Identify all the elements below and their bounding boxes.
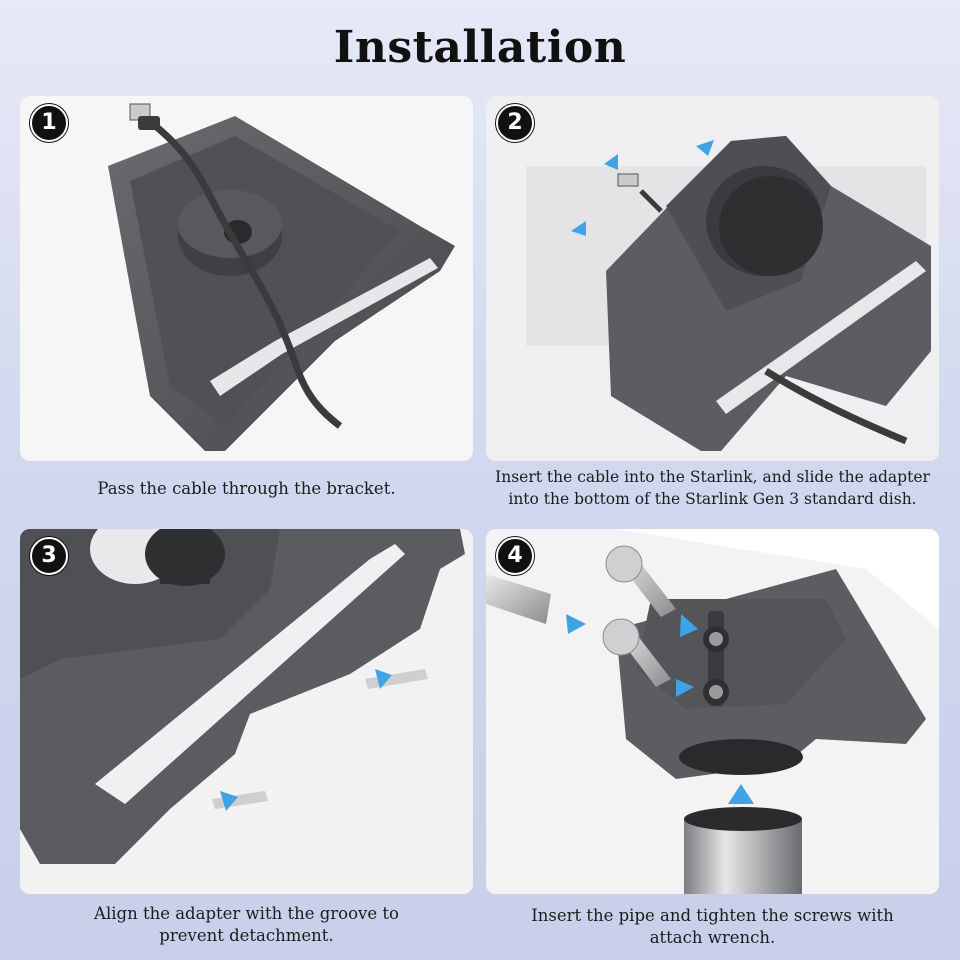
step-2-caption-line: into the bottom of the Starlink Gen 3 st… <box>508 490 917 508</box>
step-4-illustration <box>486 529 939 894</box>
step-2-illustration <box>486 96 939 461</box>
page-title: Installation <box>333 22 627 73</box>
step-4-caption: Insert the pipe and tighten the screws w… <box>486 905 939 949</box>
step-4-caption-line: attach wrench. <box>649 928 776 947</box>
step-1-caption: Pass the cable through the bracket. <box>20 478 473 500</box>
step-3-badge: 3 <box>30 537 68 575</box>
step-4-caption-line: Insert the pipe and tighten the screws w… <box>531 906 894 925</box>
step-3-panel: 3 <box>20 529 473 894</box>
step-3-caption: Align the adapter with the groove to pre… <box>20 903 473 947</box>
step-2-caption-line: Insert the cable into the Starlink, and … <box>495 468 930 486</box>
step-1-badge: 1 <box>30 104 68 142</box>
step-2-caption: Insert the cable into the Starlink, and … <box>470 466 955 510</box>
step-1-panel: 1 <box>20 96 473 461</box>
step-2-panel: 2 <box>486 96 939 461</box>
step-3-caption-line: Align the adapter with the groove to <box>94 904 399 923</box>
step-1-illustration <box>108 103 455 451</box>
step-2-badge: 2 <box>496 104 534 142</box>
step-4-panel: 4 <box>486 529 939 894</box>
step-4-badge: 4 <box>496 537 534 575</box>
step-3-caption-line: prevent detachment. <box>159 926 334 945</box>
step-3-illustration <box>20 529 473 894</box>
step-1-caption-line: Pass the cable through the bracket. <box>97 479 396 498</box>
